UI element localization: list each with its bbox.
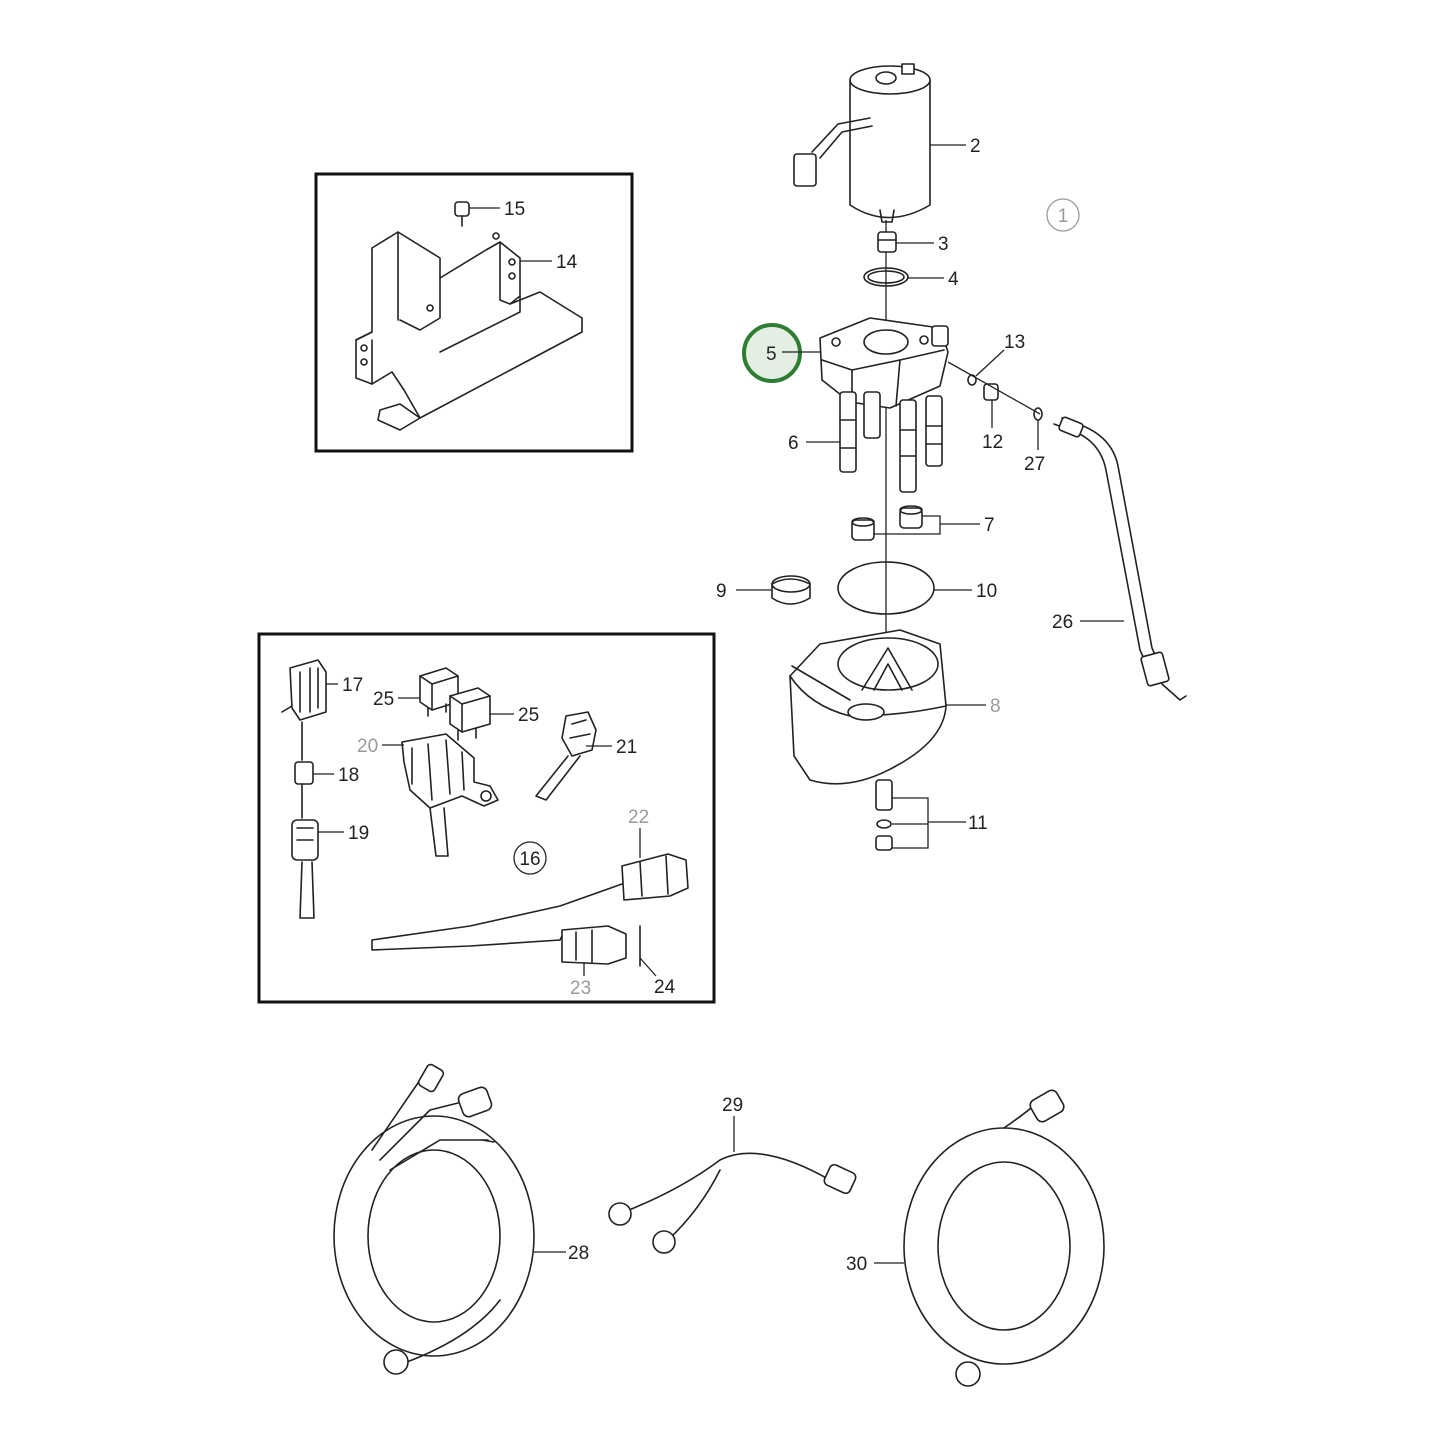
svg-text:28: 28 [568,1243,589,1264]
washer-13[interactable] [967,374,977,386]
hose-26[interactable] [1053,416,1187,701]
cable-30[interactable] [903,1088,1105,1387]
callout-25a[interactable]: 25 [373,689,420,710]
callout-14[interactable]: 14 [520,252,578,273]
washer-27[interactable] [1033,407,1043,421]
callout-6[interactable]: 6 [788,433,840,454]
svg-text:24: 24 [654,977,676,998]
callout-20[interactable]: 20 [357,736,404,757]
harness-22-23[interactable] [371,853,689,967]
svg-text:30: 30 [846,1254,867,1275]
plug-12[interactable] [947,361,1041,415]
svg-text:8: 8 [990,696,1001,717]
callout-18[interactable]: 18 [313,765,359,786]
svg-text:22: 22 [628,807,649,828]
svg-text:10: 10 [976,581,997,602]
connector-19[interactable] [291,819,319,919]
cable-29[interactable] [608,1152,857,1254]
callout-15[interactable]: 15 [469,199,525,220]
motor-2[interactable] [793,63,931,223]
callout-4[interactable]: 4 [908,269,959,290]
callout-28[interactable]: 28 [534,1243,589,1264]
svg-text:5: 5 [766,344,777,365]
svg-text:6: 6 [788,433,799,454]
callout-21[interactable]: 21 [586,737,637,758]
svg-text:20: 20 [357,736,378,757]
callout-13[interactable]: 13 [975,332,1025,377]
connector-18[interactable] [294,761,314,819]
svg-text:27: 27 [1024,454,1045,475]
svg-text:3: 3 [938,234,949,255]
coupling-3[interactable] [877,231,897,253]
svg-text:17: 17 [342,675,363,696]
callout-3[interactable]: 3 [896,234,949,255]
svg-text:2: 2 [970,136,981,157]
inset-box-wiring [257,632,716,1004]
callout-12[interactable]: 12 [982,400,1003,453]
svg-text:16: 16 [519,849,540,870]
svg-text:1: 1 [1058,206,1069,227]
valve-body-5[interactable] [819,317,949,409]
callout-10[interactable]: 10 [934,581,997,602]
callout-9[interactable]: 9 [716,581,772,602]
callout-27[interactable]: 27 [1024,420,1045,475]
callout-26[interactable]: 26 [1052,612,1124,633]
o-ring-4[interactable] [863,267,909,287]
svg-text:7: 7 [984,515,995,536]
seal-ring-10[interactable] [837,561,935,615]
callout-1[interactable]: 1 [1046,198,1080,232]
callout-11[interactable]: 11 [892,797,988,849]
relay-25a[interactable] [419,667,459,717]
svg-text:15: 15 [504,199,525,220]
inset-box-bracket [314,172,634,453]
svg-text:23: 23 [570,978,591,999]
svg-text:14: 14 [556,252,578,273]
callout-8[interactable]: 8 [946,696,1001,717]
svg-text:4: 4 [948,269,959,290]
callout-30[interactable]: 30 [846,1254,904,1275]
fittings-6[interactable] [839,391,943,493]
bracket-drawing [355,231,583,431]
svg-text:12: 12 [982,432,1003,453]
relay-socket-20[interactable] [401,733,499,857]
callout-17[interactable]: 17 [326,675,363,696]
connector-cover-17[interactable] [281,659,327,761]
callout-2[interactable]: 2 [930,136,981,157]
svg-text:25: 25 [518,705,539,726]
bushings-7[interactable] [851,505,923,541]
svg-text:13: 13 [1004,332,1025,353]
callout-5-highlighted[interactable]: 5 [742,323,820,383]
callout-22[interactable]: 22 [628,807,649,858]
svg-text:11: 11 [968,813,988,834]
svg-text:18: 18 [338,765,359,786]
callout-19[interactable]: 19 [318,823,369,844]
connector-21[interactable] [535,711,597,801]
callout-7[interactable]: 7 [874,515,995,536]
svg-text:19: 19 [348,823,369,844]
cable-28[interactable] [333,1063,535,1375]
callout-16[interactable]: 16 [513,841,547,875]
cap-9[interactable] [771,575,811,605]
fasteners-11[interactable] [875,779,893,851]
relay-25b[interactable] [449,687,491,741]
svg-text:25: 25 [373,689,394,710]
callout-29[interactable]: 29 [722,1095,743,1152]
svg-text:29: 29 [722,1095,743,1116]
callout-24[interactable]: 24 [639,957,676,998]
svg-text:26: 26 [1052,612,1073,633]
reservoir-8[interactable] [789,629,947,785]
svg-text:9: 9 [716,581,727,602]
callout-25b[interactable]: 25 [490,705,539,726]
callout-23[interactable]: 23 [570,962,591,999]
screw-part-15[interactable] [454,201,470,227]
svg-text:21: 21 [616,737,637,758]
